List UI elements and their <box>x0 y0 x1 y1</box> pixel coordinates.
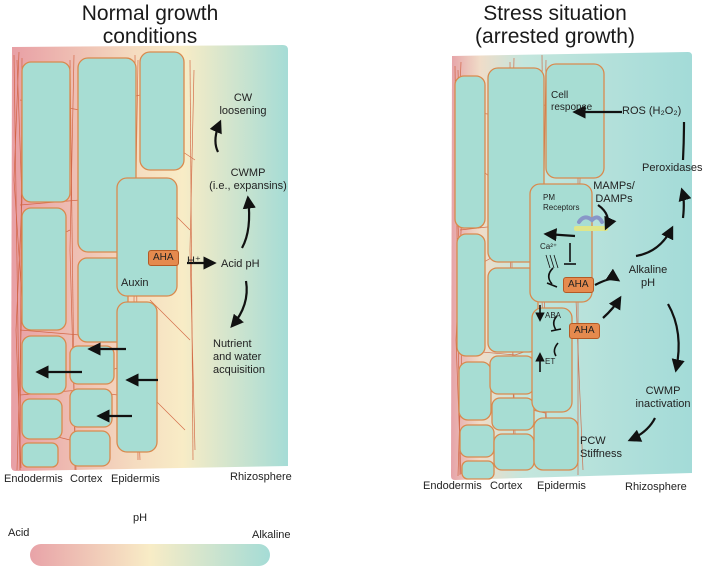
alkaline-ph-line1: Alkaline <box>628 264 668 276</box>
cell-response-line2: response <box>551 102 593 113</box>
right-inhibition-lines <box>535 243 576 372</box>
mamps-line1: MAMPs/ <box>593 180 635 192</box>
cwmp-inactivation-line1: CWMP <box>645 385 681 397</box>
right-cells <box>454 63 605 480</box>
left-cells <box>21 51 185 468</box>
aba-label: ABA <box>545 311 562 320</box>
mamps-damps-label: MAMPs/ DAMPs <box>586 180 642 206</box>
aha-pump-left: AHA <box>148 250 179 266</box>
calcium-label: Ca²⁺ <box>540 242 558 251</box>
ph-scale-acid-label: Acid <box>8 527 30 539</box>
cwmp-line2: (i.e., expansins) <box>209 180 287 192</box>
pm-receptors-line2: Receptors <box>543 203 580 212</box>
cw-loosening-line1: CW <box>233 92 253 104</box>
pm-receptor-icon <box>574 215 608 231</box>
cell-response-line1: Cell <box>551 90 569 101</box>
pcw-line1: PCW <box>580 435 606 447</box>
left-panel-title-line2: conditions <box>102 25 198 48</box>
left-panel-title-line1: Normal growth <box>81 2 219 25</box>
cwmp-inactivation-line2: inactivation <box>635 398 691 410</box>
pm-receptors-label: PM Receptors <box>543 193 579 213</box>
ph-scale-bar <box>30 544 270 566</box>
peroxidases-label: Peroxidases <box>642 162 703 174</box>
ros-label: ROS (H₂O₂) <box>622 105 682 117</box>
pcw-stiffness-label: PCW Stiffness <box>580 435 622 461</box>
left-arrows <box>35 119 256 423</box>
left-rhizosphere-label: Rhizosphere <box>230 471 292 483</box>
cw-loosening-line2: loosening <box>219 105 267 117</box>
h-plus-label: H⁺ <box>187 255 201 267</box>
ph-scale-ph-label: pH <box>133 512 148 524</box>
right-cortex-label: Cortex <box>490 480 523 492</box>
cwmp-line1: CWMP <box>230 167 266 179</box>
right-panel-title-line2: (arrested growth) <box>475 25 635 48</box>
right-rhizosphere-label: Rhizosphere <box>625 481 687 493</box>
nutrient-line3: acquisition <box>213 364 265 376</box>
right-endodermis-label: Endodermis <box>423 480 482 492</box>
cwmp-label: CWMP (i.e., expansins) <box>198 167 298 193</box>
nutrient-line1: Nutrient <box>213 338 252 350</box>
pm-receptors-line1: PM <box>543 193 555 202</box>
left-cortex-label: Cortex <box>70 473 103 485</box>
aha-pump-right-1: AHA <box>563 277 594 293</box>
mamps-line2: DAMPs <box>595 193 633 205</box>
cw-loosening-label: CW loosening <box>212 92 274 118</box>
cell-response-label: Cell response <box>551 90 592 114</box>
alkaline-ph-line2: pH <box>640 277 656 289</box>
ph-scale-alkaline-label: Alkaline <box>252 529 291 541</box>
right-arrows <box>543 105 692 442</box>
et-label: ET <box>545 357 556 366</box>
acid-ph-label: Acid pH <box>221 258 260 270</box>
right-panel-title-line1: Stress situation <box>483 2 627 25</box>
nutrient-line2: and water <box>213 351 262 363</box>
aha-pump-right-2: AHA <box>569 323 600 339</box>
nutrient-label: Nutrient and water acquisition <box>213 338 265 377</box>
left-endodermis-label: Endodermis <box>4 473 63 485</box>
cwmp-inactivation-label: CWMP inactivation <box>628 385 698 411</box>
right-epidermis-label: Epidermis <box>537 480 586 492</box>
auxin-label: Auxin <box>121 277 149 289</box>
alkaline-ph-label: Alkaline pH <box>620 264 676 290</box>
pcw-line2: Stiffness <box>580 448 622 460</box>
left-epidermis-label: Epidermis <box>111 473 160 485</box>
